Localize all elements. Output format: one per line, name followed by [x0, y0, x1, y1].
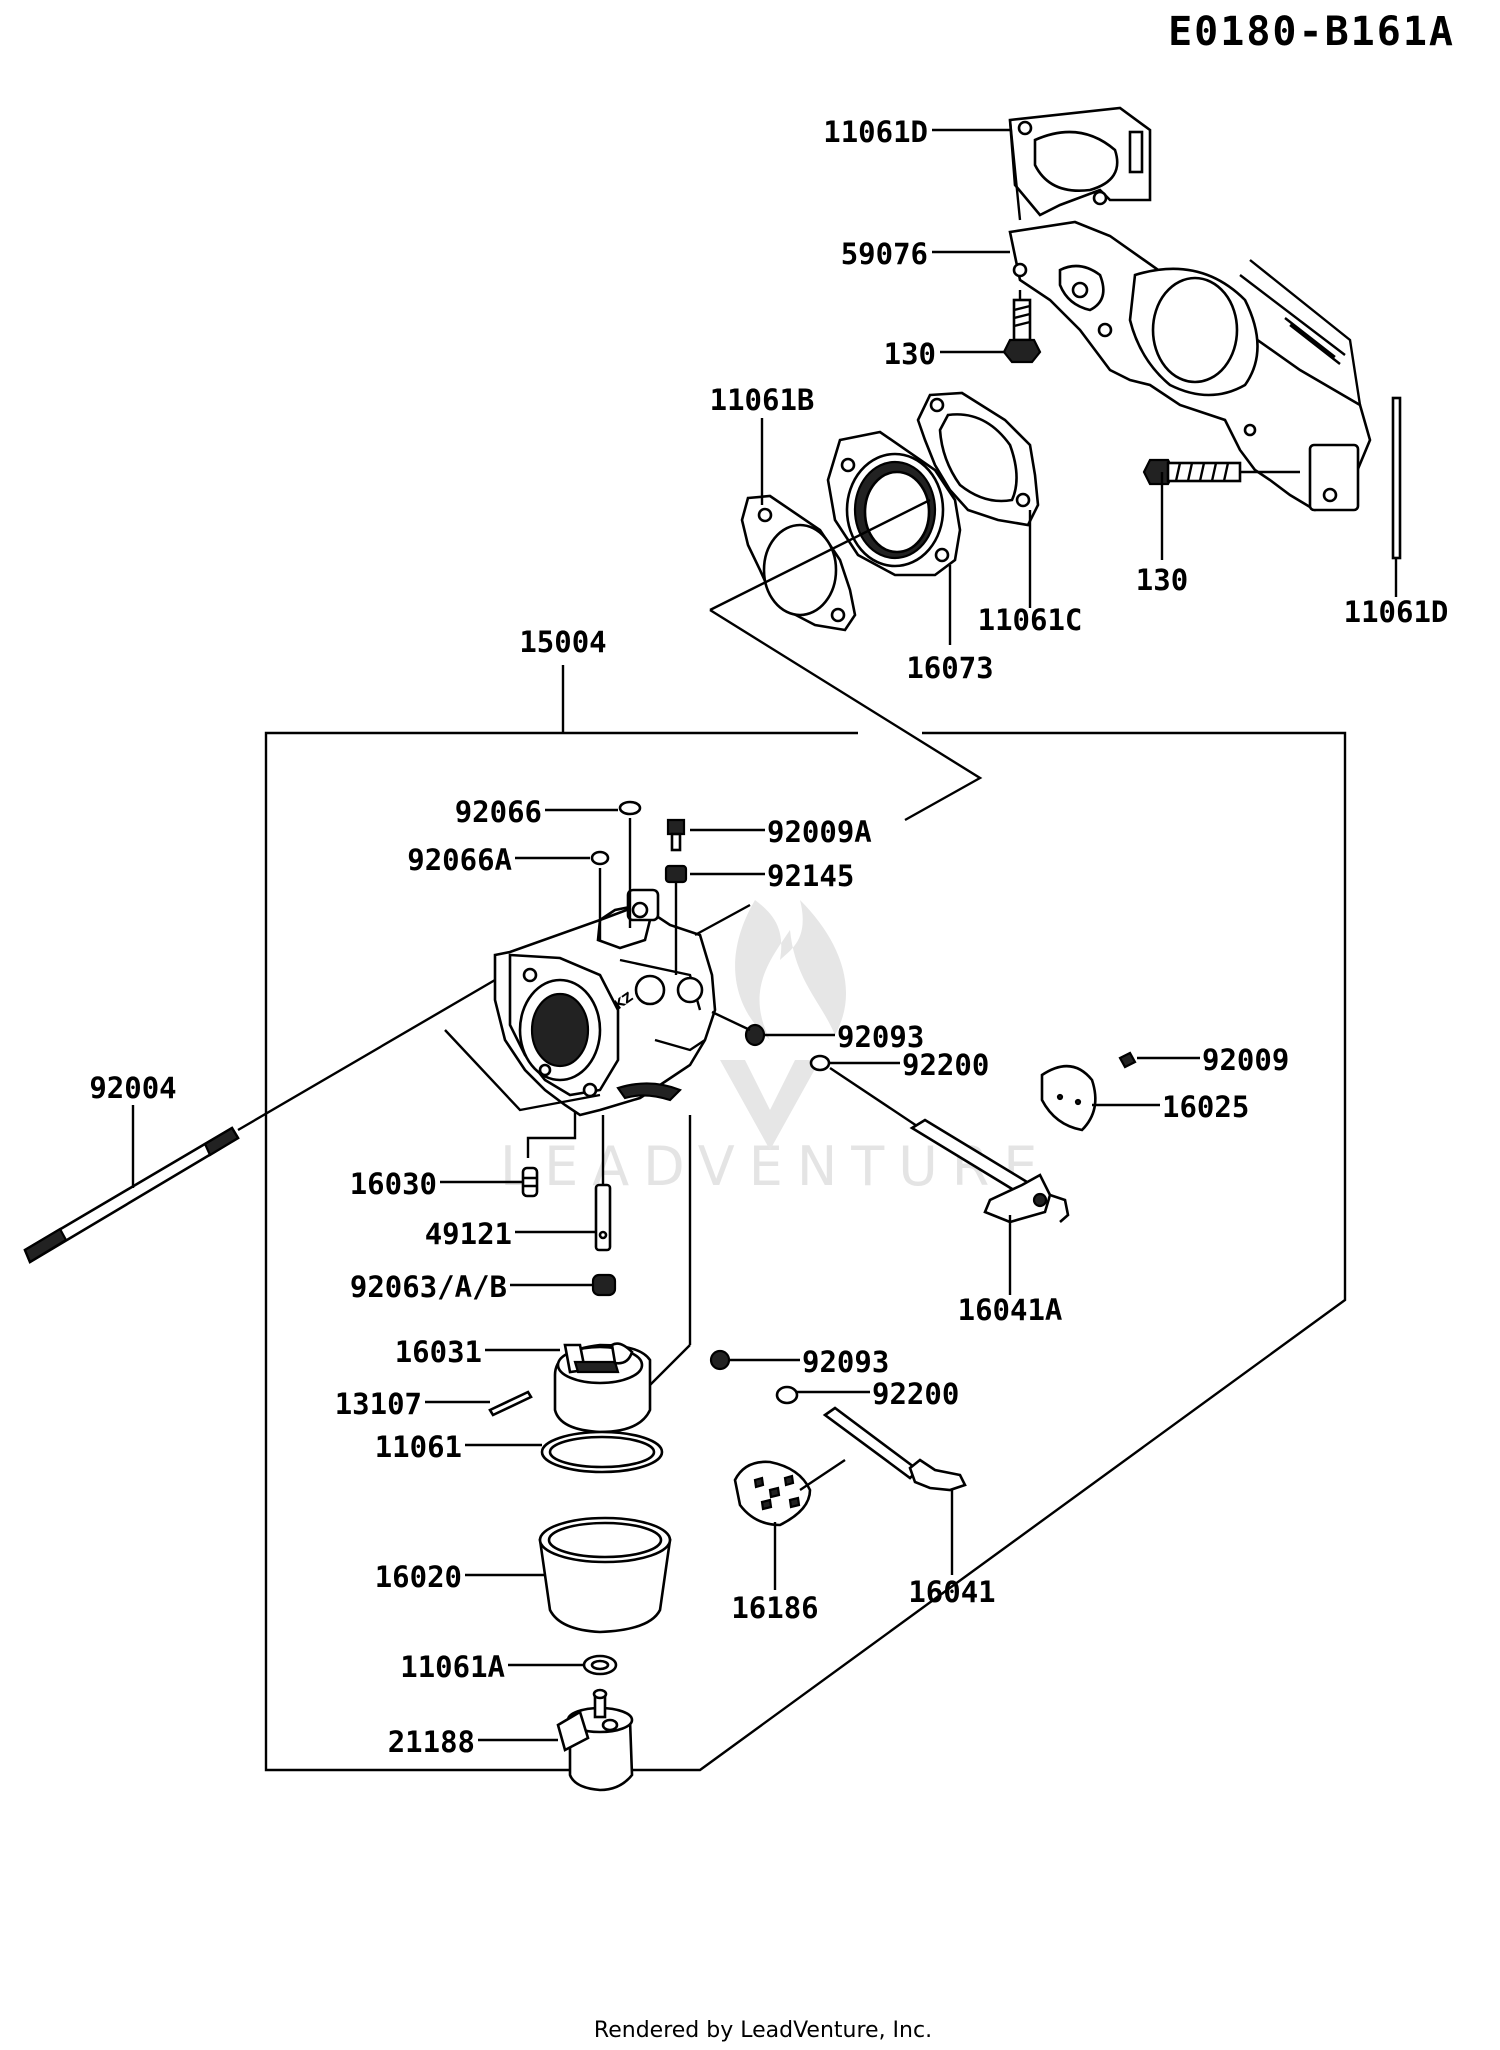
label-92004[interactable]: 92004: [89, 1071, 176, 1105]
bolt-130-left[interactable]: [1002, 298, 1042, 364]
label-11061B[interactable]: 11061B: [710, 383, 815, 417]
diagram-code: E0180-B161A: [1168, 9, 1455, 55]
gasket-11061C[interactable]: [916, 391, 1040, 527]
throttle-shaft-16041A[interactable]: [909, 1118, 1070, 1224]
choke-plate-16186[interactable]: [733, 1460, 812, 1527]
spring-92145[interactable]: [664, 864, 688, 884]
plug-92066[interactable]: [618, 800, 642, 816]
leader-jet-up: [526, 1112, 577, 1158]
label-92066A[interactable]: 92066A: [407, 843, 512, 877]
leader-body-bracket: [444, 1029, 601, 1112]
footer-credit: Rendered by LeadVenture, Inc.: [594, 2018, 932, 2043]
float-16031[interactable]: [553, 1342, 652, 1434]
label-11061D-top[interactable]: 11061D: [823, 115, 928, 149]
leader-stud-to-body: [237, 978, 496, 1132]
label-92145[interactable]: 92145: [767, 859, 854, 893]
label-16186[interactable]: 16186: [731, 1591, 818, 1625]
screw-92009A[interactable]: [666, 818, 686, 852]
jet-16030[interactable]: [521, 1166, 539, 1198]
washer-11061A-hole: [590, 1659, 610, 1671]
label-16020[interactable]: 16020: [375, 1560, 462, 1594]
label-92200-top[interactable]: 92200: [902, 1048, 989, 1082]
label-21188[interactable]: 21188: [388, 1725, 475, 1759]
label-11061A[interactable]: 11061A: [400, 1650, 505, 1684]
seal-92093-bottom[interactable]: [709, 1349, 731, 1371]
stud-92004[interactable]: [23, 1126, 240, 1264]
assembly-leader-top: [709, 498, 931, 612]
label-11061D-right[interactable]: 11061D: [1344, 595, 1449, 629]
label-16041A[interactable]: 16041A: [958, 1293, 1063, 1327]
label-92093-top[interactable]: 92093: [837, 1020, 924, 1054]
label-92063AB[interactable]: 92063/A/B: [350, 1270, 507, 1304]
leader-seal-top: [711, 1010, 751, 1032]
solenoid-21188[interactable]: [556, 1688, 634, 1792]
assembly-leader-link: [709, 608, 983, 822]
carburetor-body[interactable]: KZ: [493, 888, 717, 1117]
leader-body-right: [694, 903, 751, 937]
gasket-11061B[interactable]: [740, 494, 857, 632]
pin-13107[interactable]: [488, 1390, 533, 1417]
label-15004[interactable]: 15004: [519, 625, 606, 659]
float-bowl-16020[interactable]: [538, 1516, 672, 1634]
label-92066[interactable]: 92066: [455, 795, 542, 829]
leader-gasket-to-manifold: [1008, 119, 1022, 221]
bolt-130-right[interactable]: [1142, 458, 1242, 486]
nut-92063[interactable]: [591, 1273, 617, 1297]
label-59076[interactable]: 59076: [841, 237, 928, 271]
label-11061C[interactable]: 11061C: [978, 603, 1083, 637]
label-49121[interactable]: 49121: [425, 1217, 512, 1251]
label-13107[interactable]: 13107: [335, 1387, 422, 1421]
choke-shaft-16041[interactable]: [822, 1406, 967, 1492]
washer-92200-bottom[interactable]: [775, 1385, 799, 1405]
label-130-left[interactable]: 130: [884, 337, 936, 371]
label-92009A[interactable]: 92009A: [767, 815, 872, 849]
label-130-right[interactable]: 130: [1136, 563, 1188, 597]
watermark-text: LEADVENTURE: [500, 1135, 1051, 1198]
label-92200-bottom[interactable]: 92200: [872, 1377, 959, 1411]
label-11061[interactable]: 11061: [375, 1430, 462, 1464]
intake-manifold-59076[interactable]: [1008, 220, 1372, 512]
leader-shaft-top: [829, 1067, 921, 1129]
tube-49121[interactable]: [594, 1183, 612, 1252]
oring-11061-inner: [548, 1435, 656, 1469]
label-16073[interactable]: 16073: [906, 651, 993, 685]
washer-92200-top[interactable]: [809, 1054, 831, 1072]
gasket-11061D-side[interactable]: [1391, 396, 1402, 560]
screw-92009[interactable]: [1118, 1051, 1137, 1069]
label-16041[interactable]: 16041: [908, 1575, 995, 1609]
plug-92066A[interactable]: [590, 850, 610, 866]
seal-92093-top[interactable]: [744, 1023, 766, 1047]
throttle-plate-16025[interactable]: [1040, 1064, 1097, 1132]
carburetor-assembly-frame: [264, 731, 1347, 1772]
leader-choke-plate: [799, 1459, 846, 1491]
label-16025[interactable]: 16025: [1162, 1090, 1249, 1124]
watermark-flame-icon: [720, 900, 847, 1150]
label-16031[interactable]: 16031: [395, 1335, 482, 1369]
label-92093-bottom[interactable]: 92093: [802, 1345, 889, 1379]
leader-float-right: [649, 1344, 691, 1386]
gasket-11061D-top[interactable]: [1008, 106, 1152, 217]
label-92009[interactable]: 92009: [1202, 1043, 1289, 1077]
label-16030[interactable]: 16030: [350, 1167, 437, 1201]
spacer-16073[interactable]: [826, 430, 962, 577]
